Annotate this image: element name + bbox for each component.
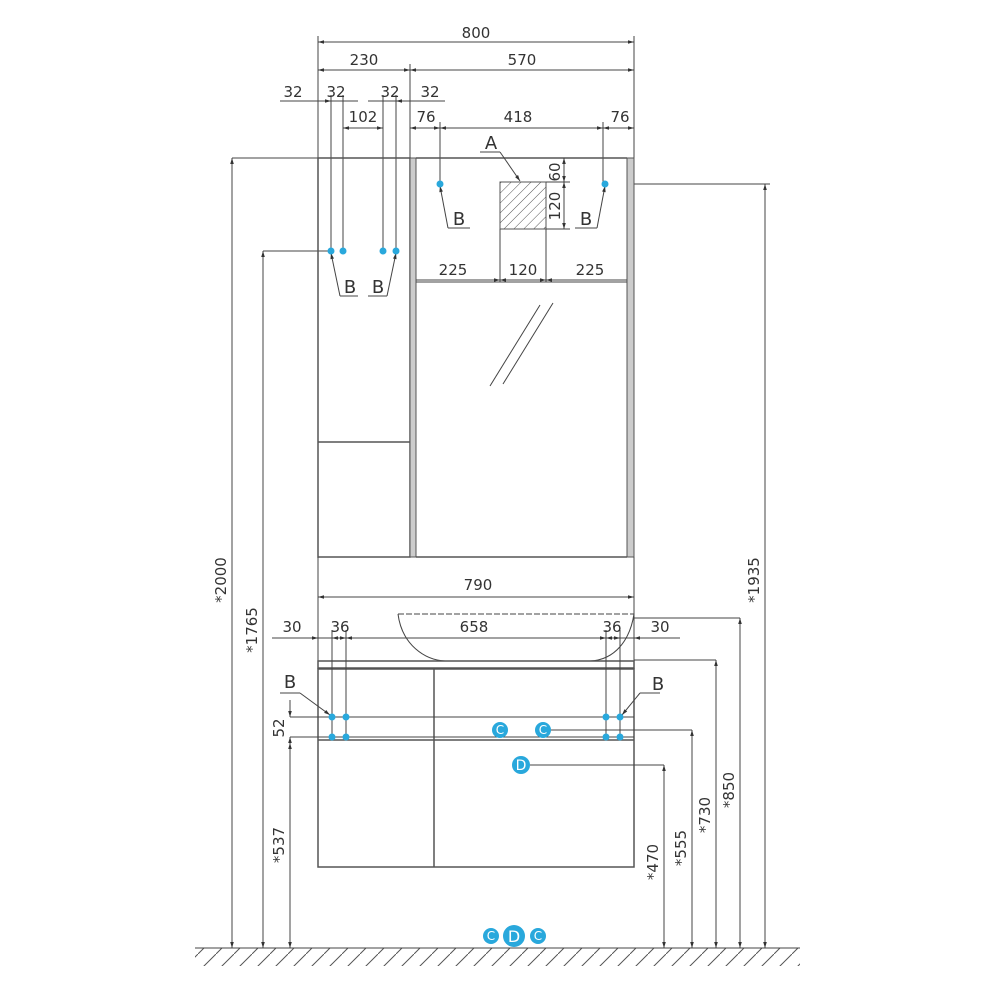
dim-120: 120	[546, 192, 564, 221]
dim-32: 32	[380, 83, 399, 101]
dim-230: 230	[350, 51, 379, 69]
label-b: B	[372, 277, 384, 298]
dim-2000: *2000	[212, 557, 230, 603]
water-inlet-marker: C	[530, 928, 546, 944]
dim-32: 32	[283, 83, 302, 101]
extension-lines	[232, 36, 770, 252]
dim-730: *730	[696, 797, 714, 833]
vanity	[317, 557, 635, 868]
svg-text:C: C	[534, 929, 542, 943]
svg-text:C: C	[487, 929, 495, 943]
dim-32: 32	[420, 83, 439, 101]
utility-markers: C C D C D C	[483, 722, 551, 947]
dim-120: 120	[509, 261, 538, 279]
upper-cabinets	[317, 157, 635, 558]
dim-790: 790	[464, 576, 493, 594]
label-b: B	[453, 209, 465, 230]
dim-225: 225	[439, 261, 468, 279]
water-inlet-marker: C	[535, 722, 551, 738]
dim-555: *555	[672, 830, 690, 866]
dim-76: 76	[610, 108, 629, 126]
svg-text:D: D	[516, 758, 527, 774]
dim-30: 30	[282, 618, 301, 636]
dim-1935: *1935	[745, 557, 763, 603]
dim-570: 570	[508, 51, 537, 69]
height-dims	[230, 158, 767, 948]
dim-76: 76	[416, 108, 435, 126]
dim-32: 32	[326, 83, 345, 101]
dim-30: 30	[650, 618, 669, 636]
dim-418: 418	[504, 108, 533, 126]
mount-points-lower	[328, 713, 624, 741]
dim-102: 102	[349, 108, 378, 126]
label-a: A	[485, 133, 498, 154]
dim-537: *537	[270, 827, 288, 863]
label-b: B	[652, 674, 664, 695]
dim-470: *470	[644, 844, 662, 880]
dim-36: 36	[330, 618, 349, 636]
dim-36: 36	[602, 618, 621, 636]
drain-marker: D	[512, 756, 530, 774]
dim-850: *850	[720, 772, 738, 808]
dim-52: 52	[270, 718, 288, 737]
water-inlet-marker: C	[483, 928, 499, 944]
drain-marker: D	[503, 925, 525, 947]
vanity-dims	[272, 630, 680, 738]
dimension-lines-top	[280, 40, 634, 130]
box-dims	[416, 151, 627, 282]
b-leaders-upper	[330, 185, 606, 297]
dim-800: 800	[462, 24, 491, 42]
label-b: B	[344, 277, 356, 298]
dim-60: 60	[546, 162, 564, 181]
svg-text:C: C	[496, 723, 504, 737]
label-b: B	[580, 209, 592, 230]
floor	[195, 947, 800, 966]
svg-text:C: C	[539, 723, 547, 737]
svg-text:D: D	[508, 927, 520, 946]
mount-points-upper	[327, 180, 609, 255]
dim-225: 225	[576, 261, 605, 279]
dim-1765: *1765	[243, 607, 261, 653]
dim-658: 658	[460, 618, 489, 636]
water-inlet-marker: C	[492, 722, 508, 738]
label-b: B	[284, 672, 296, 693]
